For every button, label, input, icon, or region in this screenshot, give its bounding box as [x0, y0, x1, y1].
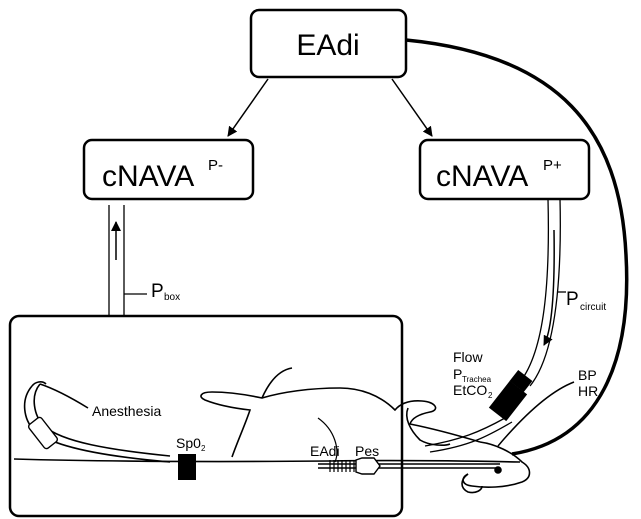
svg-text:P: P: [566, 289, 579, 310]
svg-text:EtCO: EtCO: [453, 382, 487, 398]
airway-sensor-block: [488, 369, 533, 422]
cnava-plus-node: cNAVA P+: [418, 138, 591, 201]
flow-label: Flow: [453, 349, 483, 365]
hr-label: HR: [578, 383, 598, 399]
svg-text:box: box: [164, 292, 180, 303]
p-circuit-label: P circuit: [566, 289, 606, 313]
svg-text:P: P: [151, 281, 164, 302]
anesthesia-chamber: [8, 314, 404, 518]
etco2-label: EtCO 2: [453, 382, 493, 400]
spo2-clip: [178, 454, 196, 480]
eadi-node-label: EAdi: [296, 29, 359, 62]
cnava-minus-node: cNAVA P-: [82, 138, 255, 201]
arrow-eadi-to-cnava-plus: [391, 78, 433, 137]
pes-label: Pes: [355, 443, 379, 459]
bp-hr-line: [497, 381, 575, 447]
esophageal-catheter: [318, 457, 500, 475]
cnava-minus-superscript: P-: [208, 157, 223, 174]
svg-text:Trachea: Trachea: [462, 375, 492, 384]
arrow-eadi-to-cnava-minus: [227, 78, 269, 137]
svg-text:Sp0: Sp0: [176, 435, 201, 451]
anesthesia-tube: [23, 381, 171, 463]
svg-text:P: P: [453, 366, 462, 382]
cnava-plus-label: cNAVA: [436, 160, 528, 193]
p-trachea-label: P Trachea: [453, 366, 492, 384]
circuit-tube: [424, 198, 566, 453]
eadi-node: EAdi: [249, 8, 408, 79]
spo2-label: Sp0 2: [176, 435, 206, 453]
svg-text:2: 2: [488, 391, 493, 400]
svg-text:2: 2: [201, 444, 206, 453]
eadi-probe-label: EAdi: [310, 443, 340, 459]
bp-label: BP: [578, 367, 597, 383]
svg-text:circuit: circuit: [580, 302, 606, 313]
anesthesia-label: Anesthesia: [92, 403, 161, 419]
eadi-signal-line: [405, 38, 629, 456]
cnava-minus-label: cNAVA: [102, 160, 194, 193]
cnava-plus-superscript: P+: [543, 157, 562, 174]
p-box-tube: [108, 205, 147, 316]
anesthesia-mask: [27, 416, 59, 450]
p-box-label: P box: [151, 281, 180, 303]
